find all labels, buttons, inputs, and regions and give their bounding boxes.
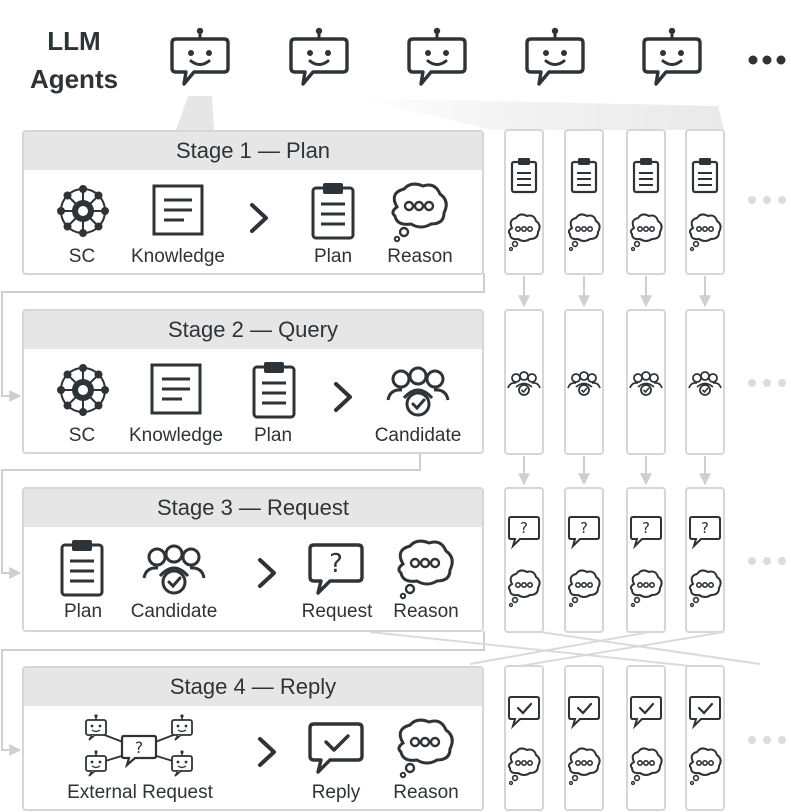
label-reason: Reason: [393, 601, 459, 622]
robot-icon: [642, 26, 702, 86]
robot-icon: [289, 26, 349, 86]
document-icon: [150, 363, 202, 415]
stage-4-title: Stage 4 — Reply: [24, 668, 482, 706]
question-bubble-icon: ?: [308, 543, 364, 595]
label-plan: Plan: [253, 425, 293, 446]
sc-network-icon: [57, 364, 109, 416]
label-external-request: External Request: [67, 782, 213, 803]
clipboard-icon: [691, 156, 719, 194]
stage-2-title: Stage 2 — Query: [24, 311, 482, 349]
label-candidate: Candidate: [130, 601, 218, 622]
svg-text:?: ?: [135, 738, 144, 757]
check-bubble-icon: [308, 722, 364, 774]
people-check-icon: [142, 544, 206, 595]
svg-text:?: ?: [329, 549, 343, 579]
thought-bubble-icon: [397, 718, 454, 779]
label-request: Request: [301, 601, 373, 622]
chevron-right-icon: [334, 382, 352, 412]
label-candidate: Candidate: [374, 425, 462, 446]
title-line-2: Agents: [29, 64, 119, 94]
chevron-right-icon: [258, 558, 276, 588]
label-knowledge: Knowledge: [130, 246, 226, 267]
title-line-1: LLM: [47, 26, 101, 56]
stage-3-box: Stage 3 — Request ? Plan Candidate Reque…: [22, 487, 484, 632]
clipboard-icon: [570, 156, 598, 194]
label-reason: Reason: [387, 246, 453, 267]
chevron-right-icon: [258, 737, 276, 767]
llm-agents-title: LLM Agents: [14, 22, 134, 98]
request-exchange-lines: [369, 631, 761, 667]
clipboard-icon: [252, 362, 296, 419]
stage-1-box: Stage 1 — Plan SC: [22, 130, 484, 275]
more-columns-dots: [748, 196, 786, 744]
label-plan: Plan: [63, 601, 103, 622]
agents-fan: [356, 98, 724, 130]
external-request-icon: ?: [85, 713, 193, 777]
sc-network-icon: [57, 185, 109, 237]
label-knowledge: Knowledge: [128, 425, 224, 446]
agent-pointer: [176, 96, 214, 130]
stage-2-box: Stage 2 — Query: [22, 309, 484, 454]
more-agents-dots: [748, 55, 786, 65]
clipboard-icon: [311, 183, 355, 240]
label-reason: Reason: [393, 782, 459, 803]
robot-icon: [170, 26, 230, 86]
thought-bubble-icon: [391, 182, 448, 243]
label-sc: SC: [68, 246, 96, 267]
clipboard-icon: [632, 156, 660, 194]
robot-icon: [525, 26, 585, 86]
clipboard-icon: [510, 156, 538, 194]
stage-3-title: Stage 3 — Request: [24, 489, 482, 527]
thought-bubble-icon: [397, 539, 454, 600]
label-plan: Plan: [313, 246, 353, 267]
clipboard-icon: [60, 540, 104, 597]
column-arrows: [518, 276, 711, 486]
label-reply: Reply: [311, 782, 361, 803]
people-check-icon: [386, 366, 450, 417]
robot-icon: [407, 26, 467, 86]
stage-1-title: Stage 1 — Plan: [24, 132, 482, 170]
label-sc: SC: [68, 425, 96, 446]
chevron-right-icon: [250, 203, 268, 233]
stage-4-box: Stage 4 — Reply ? External Request Reply…: [22, 666, 484, 811]
document-icon: [152, 184, 204, 236]
